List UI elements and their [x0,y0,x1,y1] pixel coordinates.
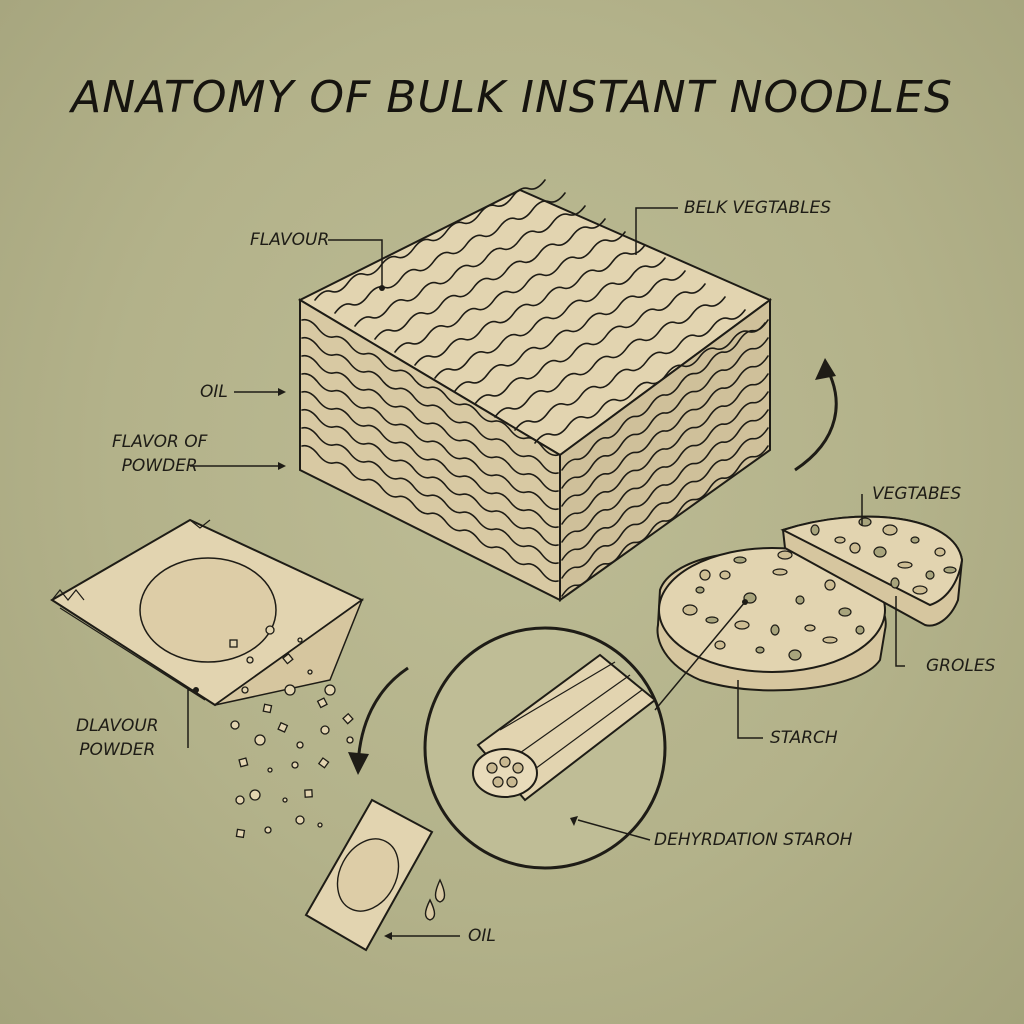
label-dlavour-powder: DLAVOUR POWDER [76,716,159,760]
noodle-block [297,179,772,602]
vegetable-bits [682,517,957,661]
curved-arrow-up [794,364,838,472]
magnified-noodle [423,626,667,870]
label-groles: GROLES [926,656,996,676]
label-flavour: FLAVOUR [250,230,330,250]
label-oil-bottom: OIL [468,926,496,946]
oil-droplet [424,898,436,921]
leader-lines [187,207,905,937]
flavour-packet-large [50,518,364,707]
curved-arrow-down [356,666,409,766]
powder-particles [229,625,354,839]
label-oil-top: OIL [200,382,228,402]
diagram-title: ANATOMY OF BULK INSTANT NOODLES [71,72,953,123]
arrow-heads [193,285,748,940]
label-vegtabes: VEGTABES [872,484,962,504]
label-starch: STARCH [770,728,838,748]
label-belk-vegetables: BELK VEGTABLES [684,198,832,218]
label-flavor-of-powder: FLAVOR OF POWDER [112,432,208,476]
label-dehyrdation-staroh: DEHYRDATION STAROH [654,830,853,850]
oil-sachet [304,798,434,952]
oil-droplet [434,878,446,903]
